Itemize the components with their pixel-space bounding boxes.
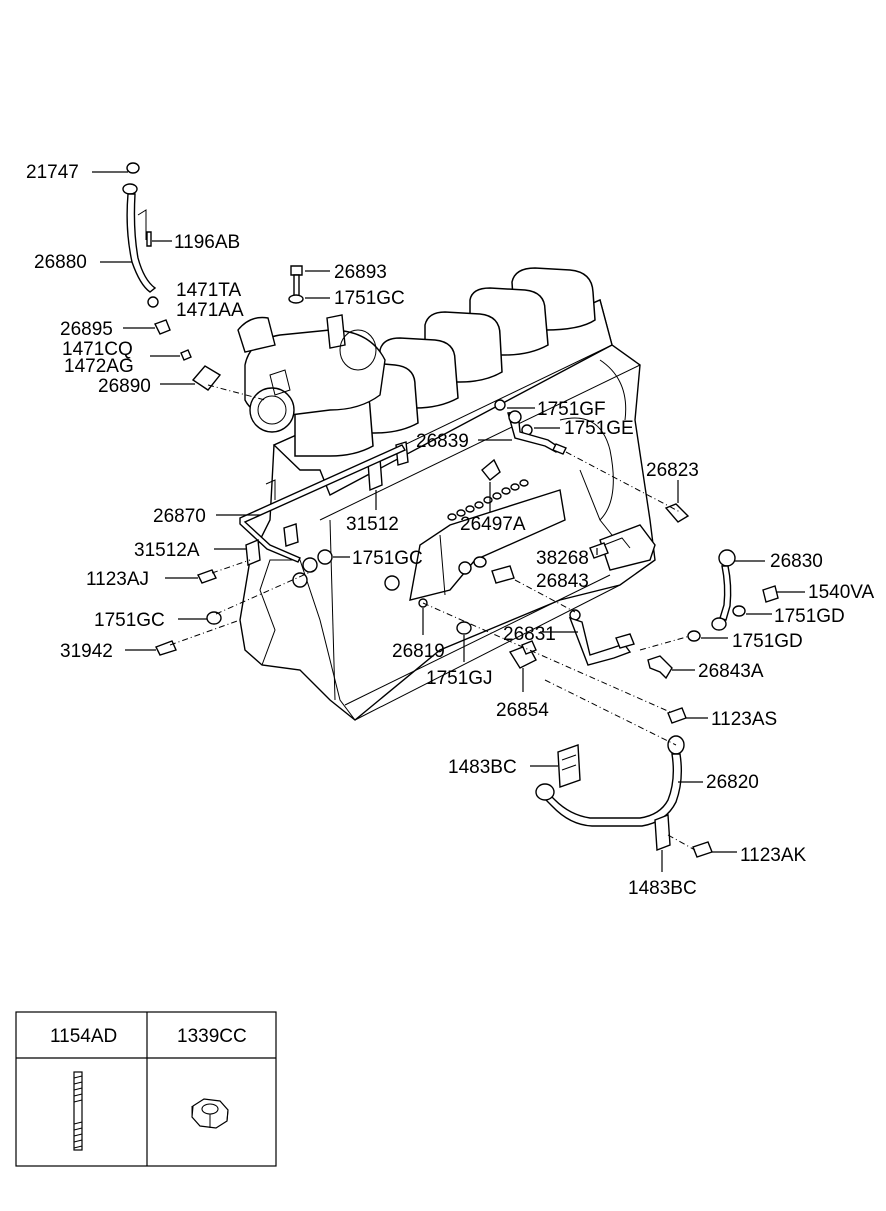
callout-label: 38268	[536, 548, 589, 569]
legend-table: 1154AD 1339CC	[15, 1011, 277, 1167]
turbocharger	[237, 314, 386, 433]
leader-lines	[92, 171, 805, 872]
fitting-26890	[191, 365, 222, 391]
pipe-26839	[494, 399, 567, 455]
callout-label: 1196AB	[174, 232, 240, 253]
hose-26820	[535, 735, 685, 827]
callout-label: 31942	[60, 641, 113, 662]
callout-label: 26831	[503, 624, 556, 645]
callout-label: 1751GJ	[426, 668, 493, 689]
assembly-centerlines	[169, 384, 696, 851]
callout-label: 1471CQ	[62, 339, 133, 360]
callout-label: 1123AK	[740, 845, 807, 866]
callout-label: 26839	[416, 431, 469, 452]
clip-1483bc-b	[654, 814, 671, 851]
sensor-26854	[508, 640, 537, 669]
callout-label: 1123AS	[711, 709, 777, 730]
callout-labels: 21747 26880 1196AB 26893 1751GC 1471TA 1…	[26, 162, 875, 899]
bolt-26893	[290, 265, 303, 297]
dipstick-tube	[122, 162, 159, 308]
callout-label: 31512A	[134, 540, 200, 561]
fitting-26843	[491, 565, 515, 584]
callout-label: 26854	[496, 700, 549, 721]
gasket-1751gd-b	[687, 630, 701, 642]
callout-label: 1751GD	[774, 606, 845, 627]
bolt-1123aj	[197, 569, 217, 584]
gasket-1751gc-mid	[317, 549, 333, 565]
connector-38268	[589, 542, 609, 559]
gasket-1751gj	[456, 621, 472, 635]
callout-label: 26497A	[460, 514, 526, 535]
callout-label: 1483BC	[628, 878, 697, 899]
gasket-1751gd-a	[732, 605, 746, 617]
callout-label: 1751GE	[564, 418, 634, 439]
plug-1540va	[762, 585, 779, 603]
callout-label: 21747	[26, 162, 79, 183]
callout-label: 26893	[334, 262, 387, 283]
nut-1471cq	[180, 349, 192, 361]
bolt-26823	[664, 503, 690, 523]
gasket-1751gc-top	[288, 294, 304, 304]
pipe-26831	[568, 609, 635, 666]
gasket-1751gc-low	[206, 611, 222, 625]
clip-31512a	[245, 538, 261, 567]
callout-label: 26823	[646, 460, 699, 481]
callout-label: 26843	[536, 571, 589, 592]
bolt-1123ak	[692, 841, 713, 858]
callout-label: 26895	[60, 319, 113, 340]
callout-label: 26880	[34, 252, 87, 273]
callout-label: 26819	[392, 641, 445, 662]
callout-label: 1751GC	[94, 610, 165, 631]
table-header-1339cc: 1339CC	[177, 1026, 247, 1047]
callout-label: 1751GF	[537, 399, 606, 420]
table-header-1154ad: 1154AD	[50, 1026, 117, 1047]
callout-label: 1751GC	[352, 548, 423, 569]
callout-label: 26870	[153, 506, 206, 527]
hex-nut-icon	[191, 1098, 229, 1129]
callout-label: 1751GC	[334, 288, 405, 309]
plug-row	[447, 458, 529, 521]
callout-label: 26890	[98, 376, 151, 397]
stud-bolt-icon	[73, 1071, 83, 1151]
bolt-1123as	[667, 707, 687, 724]
callout-label: 26843A	[698, 661, 764, 682]
callout-label: 1751GD	[732, 631, 803, 652]
callout-label: 1540VA	[808, 582, 875, 603]
callout-label: 1472AG	[64, 356, 134, 377]
callout-label: 1471AA	[176, 300, 244, 321]
clip-1483bc-a	[557, 744, 581, 788]
callout-label: 26820	[706, 772, 759, 793]
elbow-26843a	[647, 655, 673, 680]
hose-26830	[711, 549, 736, 631]
callout-label: 1483BC	[448, 757, 517, 778]
pipe-26870	[239, 444, 407, 563]
callout-label: 26830	[770, 551, 823, 572]
callout-label: 31512	[346, 514, 399, 535]
callout-label: 1123AJ	[86, 569, 149, 590]
engine-block	[237, 267, 656, 721]
bolt-31942	[155, 640, 177, 656]
sleeve-26895	[154, 319, 171, 335]
callout-label: 1471TA	[176, 280, 241, 301]
